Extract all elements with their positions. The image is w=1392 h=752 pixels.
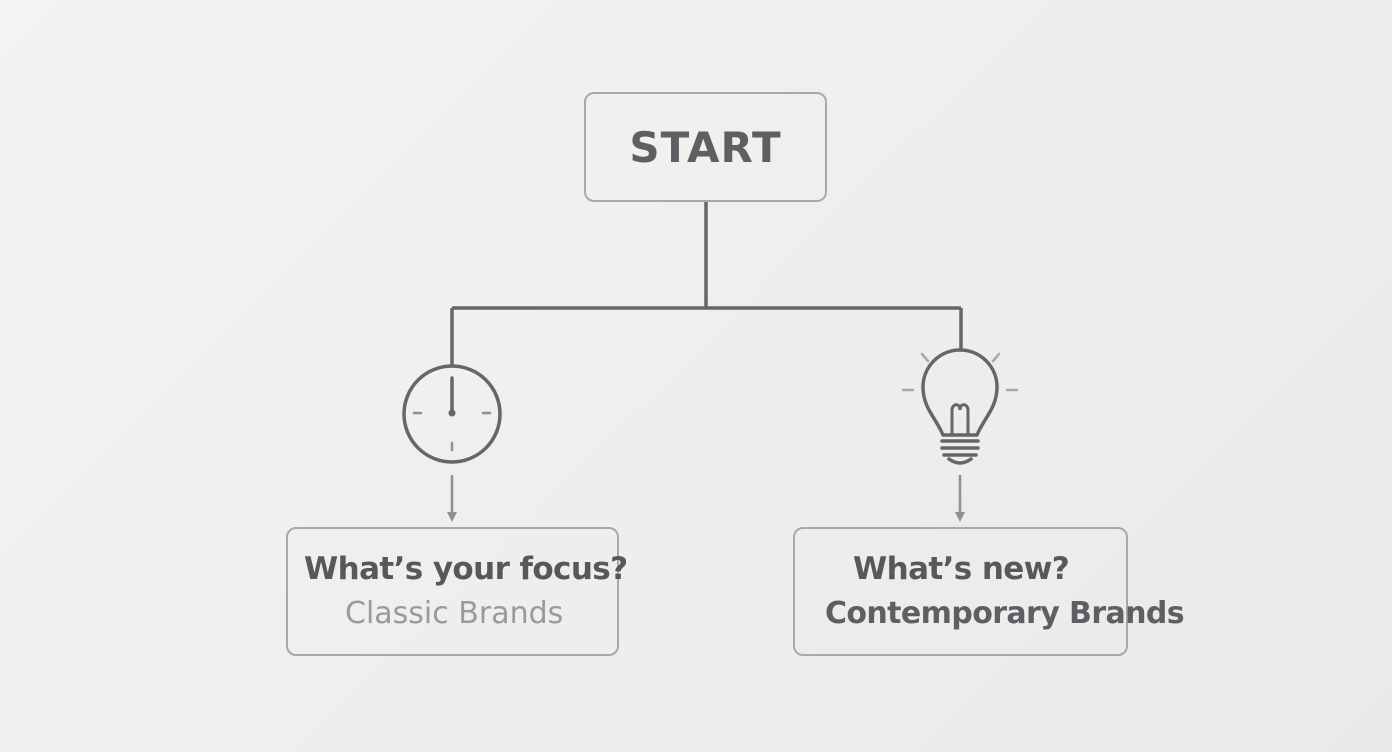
classic-brands-node: What’s your focus? Classic Brands — [286, 527, 628, 656]
contemporary-brands-node: What’s new? Contemporary Brands — [793, 527, 1185, 656]
classic-brands-answer: Classic Brands — [345, 596, 564, 631]
whats-new-question: What’s new? — [853, 551, 1070, 587]
clock-icon — [402, 364, 502, 464]
start-node: START — [584, 92, 827, 202]
lightbulb-icon — [901, 348, 1019, 465]
contemporary-brands-answer: Contemporary Brands — [825, 596, 1185, 631]
start-label: START — [629, 122, 782, 172]
focus-question: What’s your focus? — [304, 551, 628, 587]
